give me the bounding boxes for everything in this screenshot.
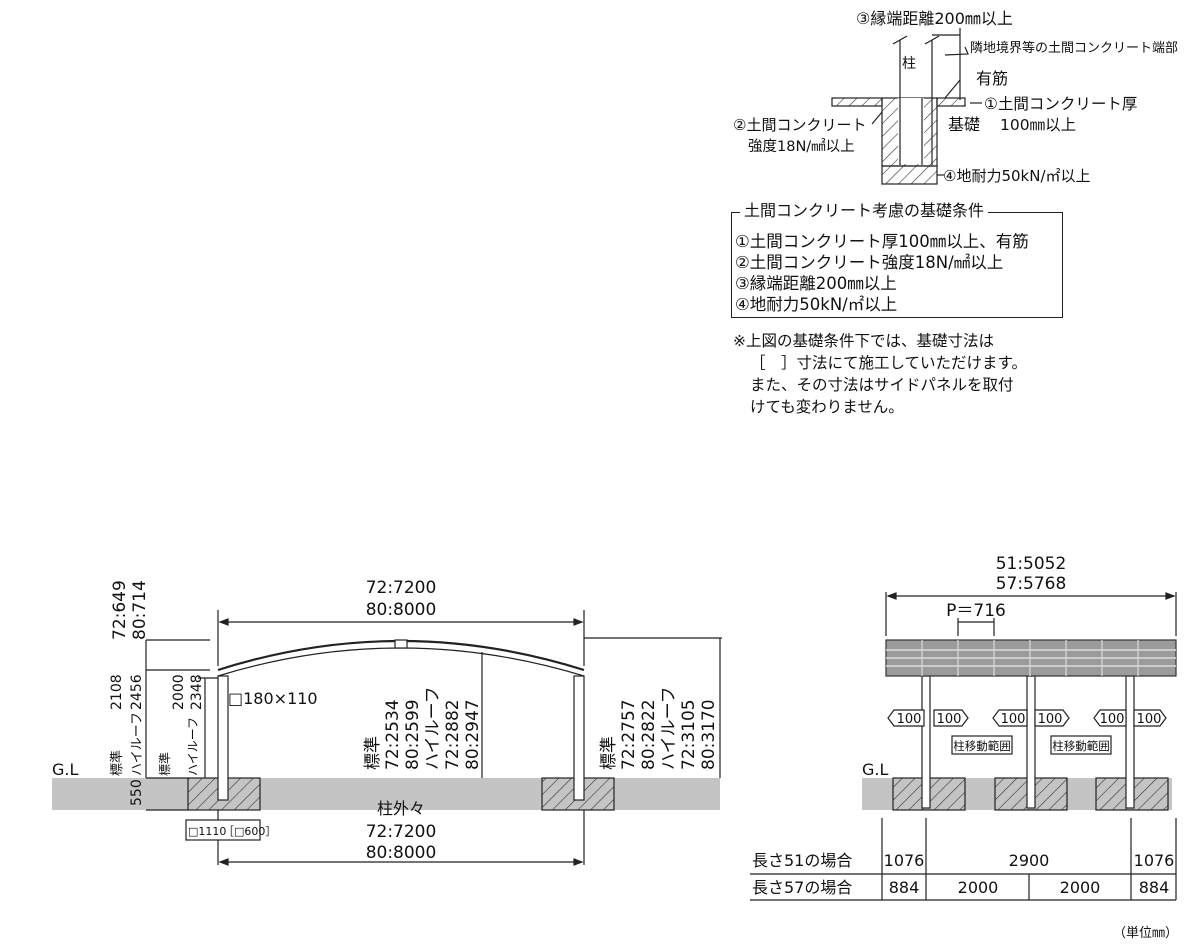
move-range-box-1 (951, 735, 1013, 755)
side-len-51: 51:5052 (996, 554, 1067, 574)
front-height-high: 2456 (129, 674, 145, 710)
unit-label: （単位㎜） (1113, 926, 1179, 941)
move-marker-5 (1093, 709, 1127, 727)
note-line: また、その寸法はサイドパネルを取付 (750, 376, 1014, 394)
right-std-label: 標準 (599, 736, 619, 770)
move-marker-4 (1034, 709, 1070, 727)
move-marker-6 (1133, 709, 1167, 727)
right-72-high: 72:3105 (679, 699, 699, 770)
bearing-label: ④地耐力50kN/㎡以上 (943, 167, 1091, 185)
right-80-high: 80:3170 (699, 699, 719, 770)
gravel-layer (881, 165, 938, 185)
row2-value-3: 2000 (1060, 878, 1101, 897)
right-72-std: 72:2757 (619, 699, 639, 770)
row1-value-3: 1076 (1134, 851, 1175, 870)
side-post-1 (921, 675, 931, 809)
side-view-labels: G.L 51:5052 57:5768 P＝716 100 100 100 10… (752, 554, 1174, 897)
move-range-1: 柱移動範囲 (953, 739, 1011, 753)
note-line: ［ ］寸法にて施工していただけます。 (750, 354, 1027, 372)
strength-label: ②土間コンクリート (733, 116, 866, 134)
row2-value-4: 884 (1139, 878, 1170, 897)
conditions-title: 土間コンクリート考慮の基礎条件 (740, 201, 989, 221)
foundation-size-alt: ［□600］ (223, 825, 276, 838)
slab-thickness-value: 100㎜以上 (1000, 116, 1076, 134)
foundation-section-labels: ③縁端距離200㎜以上 隣地境界等の土間コンクリート端部 柱 有筋 ①土間コンク… (733, 9, 1178, 185)
front-height-std: 2108 (109, 674, 125, 710)
note-line: けても変わりません。 (750, 398, 904, 416)
edge-distance-label: ③縁端距離200㎜以上 (856, 9, 1013, 28)
side-view (750, 592, 1177, 901)
foundation-size: □1110 (188, 825, 226, 838)
mid-72-high: 72:2882 (443, 699, 463, 770)
front-gl-label: G.L (52, 760, 78, 779)
post-outer-80: 80:8000 (366, 843, 437, 863)
strength-value: 強度18N/㎟以上 (748, 138, 855, 155)
condition-item: ②土間コンクリート強度18N/㎟以上 (735, 253, 1004, 272)
neighbor-boundary-label: 隣地境界等の土間コンクリート端部 (970, 40, 1178, 56)
mid-80-std: 80:2599 (403, 699, 423, 770)
front-post-left (217, 675, 229, 801)
front-clear-std: 2000 (171, 674, 187, 710)
post-outer-label: 柱外々 (377, 799, 425, 818)
front-rise-72: 72:649 (110, 580, 130, 640)
mid-std-label: 標準 (363, 736, 383, 770)
foundation-label: 基礎 (948, 115, 980, 134)
front-view-labels: G.L 72:7200 80:8000 72:649 80:714 2108 2… (52, 578, 719, 863)
side-post-3 (1125, 675, 1135, 809)
move-100-1: 100 (897, 712, 922, 727)
front-view (52, 610, 722, 866)
move-range-2: 柱移動範囲 (1052, 739, 1110, 753)
slab-right (936, 97, 966, 107)
row2-label: 長さ57の場合 (752, 878, 852, 897)
move-100-4: 100 (1038, 712, 1063, 727)
mid-80-high: 80:2947 (463, 699, 483, 770)
row1-label: 長さ51の場合 (752, 851, 852, 870)
slab-thickness-label: ①土間コンクリート厚 (984, 95, 1137, 113)
row2-value-1: 884 (889, 878, 920, 897)
move-100-2: 100 (937, 712, 962, 727)
post-outer-72: 72:7200 (366, 822, 437, 842)
front-rise-80: 80:714 (130, 580, 150, 640)
side-len-57: 57:5768 (996, 574, 1067, 594)
front-clear-high-label: ハイルーフ (186, 717, 200, 776)
move-100-3: 100 (1001, 712, 1026, 727)
row1-value-1: 1076 (884, 851, 925, 870)
side-gl-label: G.L (862, 760, 888, 779)
move-100-5: 100 (1100, 712, 1125, 727)
front-height-std-label: 標準 (109, 750, 125, 776)
front-clear-high: 2348 (189, 674, 205, 710)
move-marker-1 (887, 709, 925, 727)
front-width-80: 80:8000 (366, 600, 437, 620)
side-post-2 (1026, 675, 1036, 809)
condition-item: ③縁端距離200㎜以上 (735, 274, 897, 293)
mid-72-std: 72:2534 (383, 699, 403, 770)
side-pitch: P＝716 (946, 601, 1006, 621)
front-post-size: □180×110 (228, 689, 318, 708)
move-markers (887, 709, 1167, 755)
move-range-box-2 (1050, 735, 1112, 755)
mid-high-label: ハイルーフ (423, 686, 443, 770)
right-high-label: ハイルーフ (659, 686, 679, 770)
note-line: ※上図の基礎条件下では、基礎寸法は (733, 332, 994, 350)
column-label: 柱 (902, 56, 916, 72)
front-width-72: 72:7200 (366, 578, 437, 598)
foundation-section (831, 28, 982, 185)
slab-left (831, 97, 883, 107)
conditions-note: ※上図の基礎条件下では、基礎寸法は ［ ］寸法にて施工していただけます。 また、… (733, 330, 1027, 418)
condition-item: ④地耐力50kN/㎡以上 (735, 295, 898, 314)
row2-value-2: 2000 (958, 878, 999, 897)
front-clear-std-label: 標準 (157, 752, 172, 776)
front-post-right (573, 675, 585, 801)
move-100-6: 100 (1137, 712, 1162, 727)
row1-value-2: 2900 (1009, 851, 1050, 870)
front-depth: 550 (129, 779, 145, 806)
condition-item: ①土間コンクリート厚100㎜以上、有筋 (735, 232, 1029, 251)
move-marker-3 (992, 709, 1028, 727)
move-marker-2 (933, 709, 969, 727)
conditions-list: ①土間コンクリート厚100㎜以上、有筋 ②土間コンクリート強度18N/㎟以上 ③… (735, 231, 1029, 315)
right-80-std: 80:2822 (639, 699, 659, 770)
rebar-label: 有筋 (976, 69, 1008, 88)
front-height-high-label: ハイルーフ (130, 712, 145, 776)
